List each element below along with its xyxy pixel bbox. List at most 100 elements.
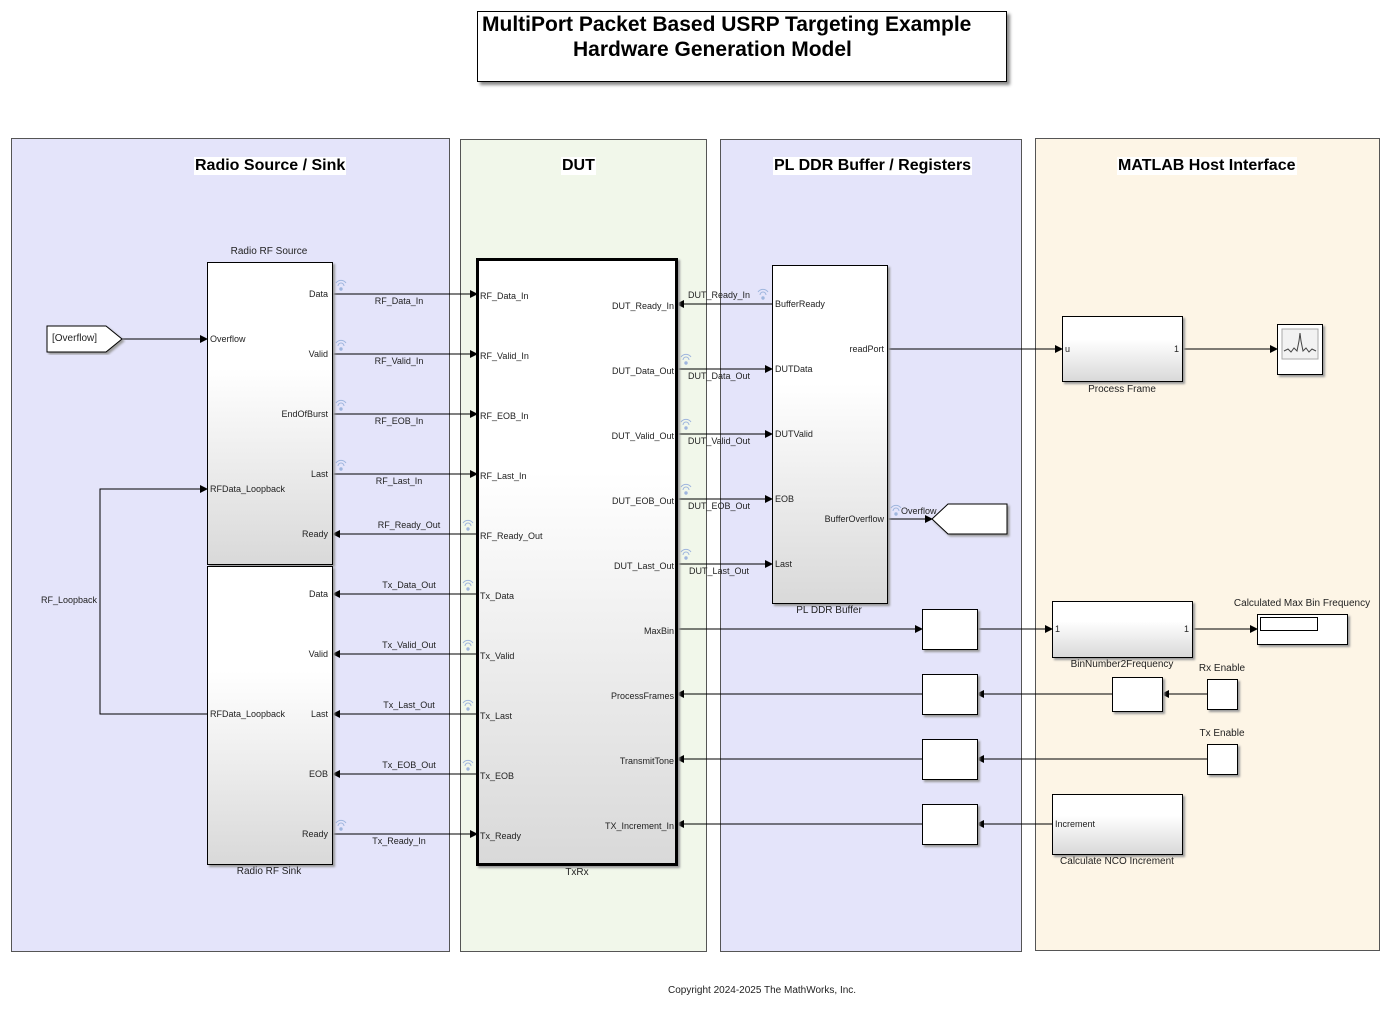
port-out: DUT_Last_Out — [613, 561, 674, 571]
port-bufferoverflow: BufferOverflow — [824, 514, 884, 524]
model-title-box: MultiPort Packet Based USRP Targeting Ex… — [477, 11, 1007, 82]
port-out: Tx_Valid — [480, 651, 515, 661]
spectrum-scope-block[interactable] — [1277, 324, 1323, 375]
processframes-register-block[interactable] — [922, 674, 978, 715]
port-in: TransmitTone — [619, 756, 674, 766]
port-endofburst: EndOfBurst — [281, 409, 328, 419]
port-valid: Valid — [308, 649, 328, 659]
signal-label: RF_Valid_In — [374, 356, 424, 366]
port-in-1: 1 — [1055, 624, 1061, 634]
testpoint-icons — [335, 279, 902, 831]
testpoint-icon — [462, 519, 474, 531]
txrx-label: TxRx — [565, 867, 589, 878]
copyright-notice: Copyright 2024-2025 The MathWorks, Inc. — [668, 985, 857, 996]
port-out: DUT_Valid_Out — [611, 431, 674, 441]
signal-label: RF_EOB_In — [374, 416, 424, 426]
overflow-from-block[interactable] — [46, 325, 126, 355]
testpoint-icon — [680, 353, 692, 365]
radio-rf-source-block[interactable]: Overflow RFData_Loopback Data Valid EndO… — [207, 262, 333, 565]
testpoint-icon — [680, 548, 692, 560]
area-radio-title: Radio Source / Sink — [194, 157, 347, 175]
testpoint-icon — [462, 639, 474, 651]
display-value-field — [1260, 617, 1318, 631]
pl-ddr-buffer-block[interactable]: BufferReady DUTData DUTValid EOB Last re… — [772, 265, 888, 604]
rx-enable-label: Rx Enable — [1198, 663, 1246, 674]
port-valid: Valid — [308, 349, 328, 359]
pl-ddr-label: PL DDR Buffer — [796, 605, 862, 616]
port-rfdata-loopback: RFData_Loopback — [210, 709, 286, 719]
bin2freq-label: BinNumber2Frequency — [1070, 659, 1174, 670]
testpoint-icon — [462, 579, 474, 591]
port-out-1: 1 — [1183, 624, 1189, 634]
overflow-from-label: [Overflow] — [52, 333, 98, 344]
area-host-title: MATLAB Host Interface — [1117, 157, 1297, 175]
port-out: Tx_EOB — [480, 771, 515, 781]
testpoint-icon — [757, 288, 769, 300]
testpoint-icon — [335, 819, 347, 831]
port-u: u — [1065, 344, 1071, 354]
calculate-nco-increment-block[interactable]: Increment — [1052, 794, 1183, 855]
port-eob: EOB — [775, 494, 795, 504]
signal-label: RF_Last_In — [375, 476, 423, 486]
model-title-line1: MultiPort Packet Based USRP Targeting Ex… — [482, 13, 972, 36]
port-readport: readPort — [849, 344, 884, 354]
signal-label: DUT_EOB_Out — [687, 501, 751, 511]
port-in: Tx_Ready — [480, 831, 522, 841]
model-title-line2: Hardware Generation Model — [573, 38, 852, 61]
process-frame-block[interactable]: u 1 — [1062, 316, 1183, 382]
signal-label: DUT_Ready_In — [687, 290, 751, 300]
signal-label: Tx_EOB_Out — [382, 760, 436, 770]
signal-label: DUT_Valid_Out — [687, 436, 751, 446]
nco-label: Calculate NCO Increment — [1060, 856, 1174, 867]
port-dutdata: DUTData — [775, 364, 813, 374]
testpoint-icon — [335, 459, 347, 471]
rx-enable-conversion-block[interactable] — [1112, 677, 1163, 712]
overflow-goto-block[interactable] — [930, 503, 1012, 539]
port-data: Data — [308, 589, 328, 599]
radio-rf-sink-block[interactable]: RFData_Loopback Data Valid Last EOB Read… — [207, 566, 333, 865]
max-bin-display-block[interactable] — [1257, 614, 1348, 645]
testpoint-icon — [890, 504, 902, 516]
port-in: ProcessFrames — [610, 691, 674, 701]
port-last: Last — [310, 709, 328, 719]
txincrement-register-block[interactable] — [922, 804, 978, 845]
port-ready: Ready — [301, 529, 328, 539]
maxbin-register-block[interactable] — [922, 609, 978, 650]
port-out: DUT_Data_Out — [611, 366, 674, 376]
port-ready: Ready — [301, 829, 328, 839]
process-frame-label: Process Frame — [1088, 384, 1156, 395]
signal-label: RF_Ready_Out — [377, 520, 441, 530]
port-data: Data — [308, 289, 328, 299]
port-out: Tx_Last — [480, 711, 513, 721]
port-in: RF_EOB_In — [480, 411, 529, 421]
port-eob: EOB — [308, 769, 328, 779]
area-ddr-title: PL DDR Buffer / Registers — [773, 157, 973, 175]
signal-label: Tx_Data_Out — [382, 580, 436, 590]
area-dut-title: DUT — [561, 157, 596, 175]
signal-label: DUT_Last_Out — [688, 566, 750, 576]
tx-enable-constant-block[interactable] — [1207, 744, 1238, 775]
txrx-block[interactable]: RF_Data_In RF_Valid_In RF_EOB_In RF_Last… — [476, 258, 678, 866]
signal-label: Tx_Ready_In — [372, 836, 426, 846]
bin-number-2-frequency-block[interactable]: 1 1 — [1052, 601, 1193, 658]
port-rfdata-loopback: RFData_Loopback — [210, 484, 286, 494]
testpoint-icon — [335, 339, 347, 351]
line-rf-loopback[interactable] — [99, 485, 208, 715]
port-out: RF_Ready_Out — [480, 531, 543, 541]
testpoint-icon — [680, 483, 692, 495]
port-overflow: Overflow — [210, 334, 246, 344]
port-dutvalid: DUTValid — [775, 429, 813, 439]
signal-label: Tx_Last_Out — [383, 700, 435, 710]
spectrum-icon — [1281, 328, 1319, 360]
port-in: TX_Increment_In — [604, 821, 674, 831]
testpoint-icon — [680, 418, 692, 430]
max-bin-display-label: Calculated Max Bin Frequency — [1233, 598, 1371, 609]
rx-enable-constant-block[interactable] — [1207, 679, 1238, 710]
transmittone-register-block[interactable] — [922, 739, 978, 780]
port-last: Last — [775, 559, 793, 569]
port-in: RF_Last_In — [480, 471, 527, 481]
testpoint-icon — [462, 759, 474, 771]
testpoint-icon — [335, 399, 347, 411]
signal-label: Tx_Valid_Out — [382, 640, 436, 650]
